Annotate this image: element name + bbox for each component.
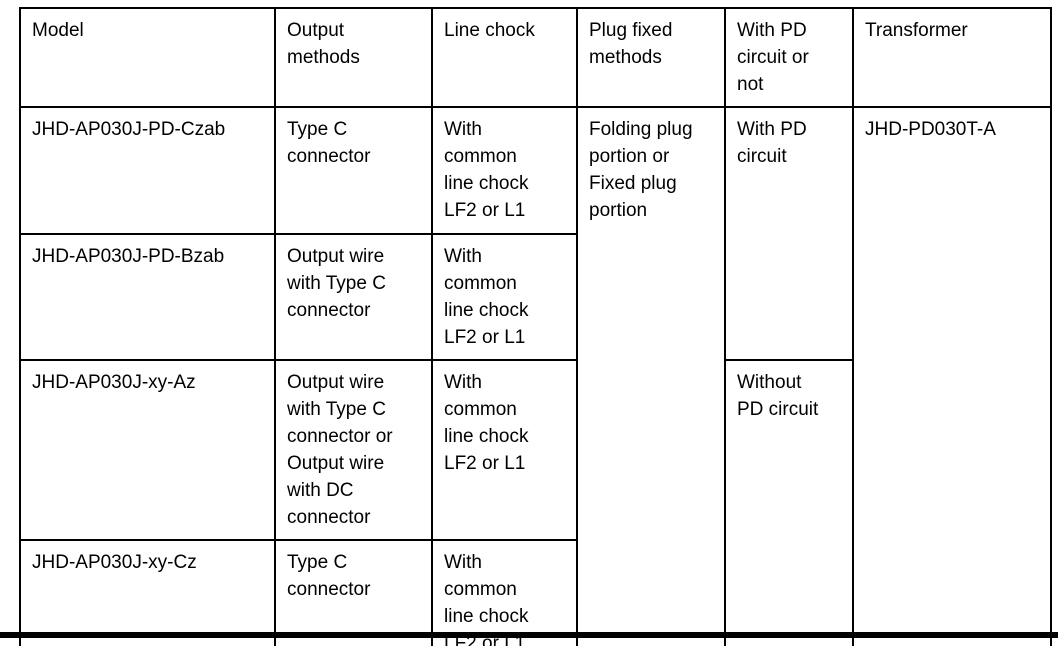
line-chock-cell: With common line chock LF2 or L1 [431, 539, 578, 646]
plug-fixed-methods-cell: Folding plug portion or Fixed plug porti… [576, 106, 726, 646]
header-pd-circuit: With PD circuit or not [724, 7, 854, 108]
header-transformer: Transformer [852, 7, 1052, 108]
line-chock-cell: With common line chock LF2 or L1 [431, 106, 578, 235]
table-row: JHD-AP030J-PD-Czab Type C connector With… [19, 106, 1052, 646]
model-cell: JHD-AP030J-PD-Bzab [19, 233, 276, 361]
header-output-methods: Output methods [274, 7, 433, 108]
header-line-chock: Line chock [431, 7, 578, 108]
page-bottom-rule [0, 632, 1058, 638]
table-row: JHD-AP030J-PD-Bzab Output wire with Type… [19, 233, 1051, 361]
model-cell: JHD-AP030J-PD-Czab [19, 106, 276, 235]
output-methods-cell: Output wire with Type C connector or Out… [274, 359, 433, 541]
output-methods-cell: Output wire with Type C connector [274, 233, 433, 361]
model-cell: JHD-AP030J-xy-Cz [19, 539, 276, 646]
header-model: Model [19, 7, 276, 108]
table-row: JHD-AP030J-xy-Az Output wire with Type C… [19, 359, 1051, 646]
model-spec-table: Model Output methods Line chock Plug fix… [19, 7, 1052, 646]
pd-circuit-with-cell: With PD circuit [724, 106, 854, 361]
line-chock-cell: With common line chock LF2 or L1 [431, 233, 578, 361]
pd-circuit-without-cell: Without PD circuit [724, 359, 854, 646]
header-plug-fixed-methods: Plug fixed methods [576, 7, 726, 108]
table-header-row: Model Output methods Line chock Plug fix… [19, 7, 1052, 108]
output-methods-cell: Type C connector [274, 539, 433, 646]
output-methods-cell: Type C connector [274, 106, 433, 235]
transformer-cell: JHD-PD030T-A [852, 106, 1052, 646]
model-cell: JHD-AP030J-xy-Az [19, 359, 276, 541]
line-chock-cell: With common line chock LF2 or L1 [431, 359, 578, 541]
